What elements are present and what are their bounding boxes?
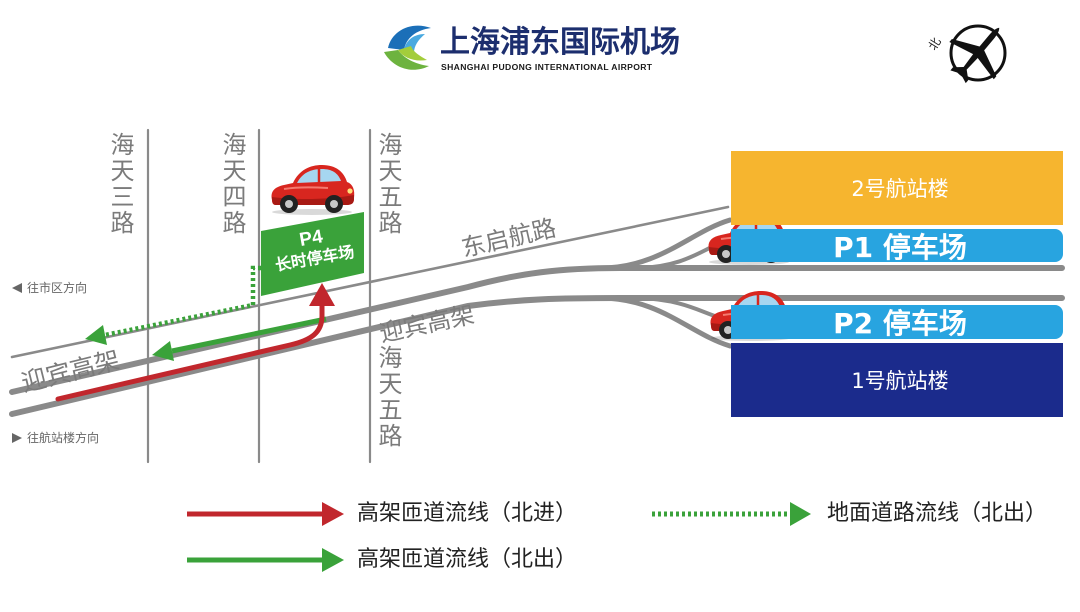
- ramp-to-t1-outer: [597, 295, 733, 349]
- direction-to-city: 往市区方向: [12, 281, 87, 295]
- road-label-haitian-5-lower: 海天五路: [374, 345, 402, 449]
- compass-north-label: 北: [925, 35, 943, 53]
- terminal-2-block: 2号航站楼: [731, 151, 1063, 225]
- route-elevated-out-arrowhead: [152, 341, 174, 361]
- p2-parking-bar: P2 停车场: [731, 305, 1063, 340]
- terminal-1-label: 1号航站楼: [851, 369, 949, 393]
- route-elevated-out-line: [171, 316, 327, 354]
- route-ground-line: [104, 265, 261, 338]
- legend-label-ground-out: 地面道路流线（北出）: [827, 501, 1048, 526]
- route-elevated-in-arrowhead: [309, 283, 335, 306]
- direction-to-terminal: 往航站楼方向: [12, 431, 99, 445]
- triangle-right-icon: [12, 433, 22, 443]
- road-label-haitian-3: 海天三路: [106, 132, 134, 236]
- p1-parking-bar: P1 停车场: [731, 229, 1063, 264]
- logo-title-en: SHANGHAI PUDONG INTERNATIONAL AIRPORT: [441, 62, 653, 72]
- airport-logo-icon: [384, 25, 431, 70]
- terminal-1-block: 1号航站楼: [731, 343, 1063, 417]
- p2-parking-label: P2 停车场: [833, 307, 967, 340]
- route-elevated-north-out: [152, 316, 327, 361]
- terminal-2-label: 2号航站楼: [851, 177, 949, 201]
- legend-green-dotted-arrowhead: [790, 502, 811, 526]
- p1-parking-label: P1 停车场: [833, 230, 967, 264]
- road-label-haitian-5-upper: 海天五路: [374, 132, 402, 236]
- legend-red-arrowhead: [322, 502, 344, 526]
- legend-label-elevated-out: 高架匝道流线（北出）: [357, 547, 578, 572]
- p4-parking-lot: [261, 212, 364, 296]
- car-icon: [270, 163, 356, 217]
- road-dongqi-line: [10, 205, 730, 359]
- triangle-left-icon: [12, 283, 22, 293]
- north-compass-icon: [949, 24, 1007, 84]
- route-elevated-north-in: [55, 283, 335, 402]
- legend-graphics: [187, 502, 811, 572]
- direction-to-city-label: 往市区方向: [27, 281, 88, 295]
- legend-label-elevated-in: 高架匝道流线（北进）: [357, 501, 578, 526]
- route-elevated-in-line: [55, 302, 325, 402]
- logo-title-cn: 上海浦东国际机场: [440, 25, 680, 60]
- direction-to-terminal-label: 往航站楼方向: [27, 431, 100, 445]
- route-ground-north-out: [85, 265, 261, 345]
- ramp-to-p1-outer: [597, 217, 733, 271]
- road-network: [9, 128, 1065, 464]
- route-ground-arrowhead: [85, 325, 107, 345]
- road-label-haitian-4: 海天四路: [218, 132, 246, 236]
- legend-green-solid-arrowhead: [322, 548, 344, 572]
